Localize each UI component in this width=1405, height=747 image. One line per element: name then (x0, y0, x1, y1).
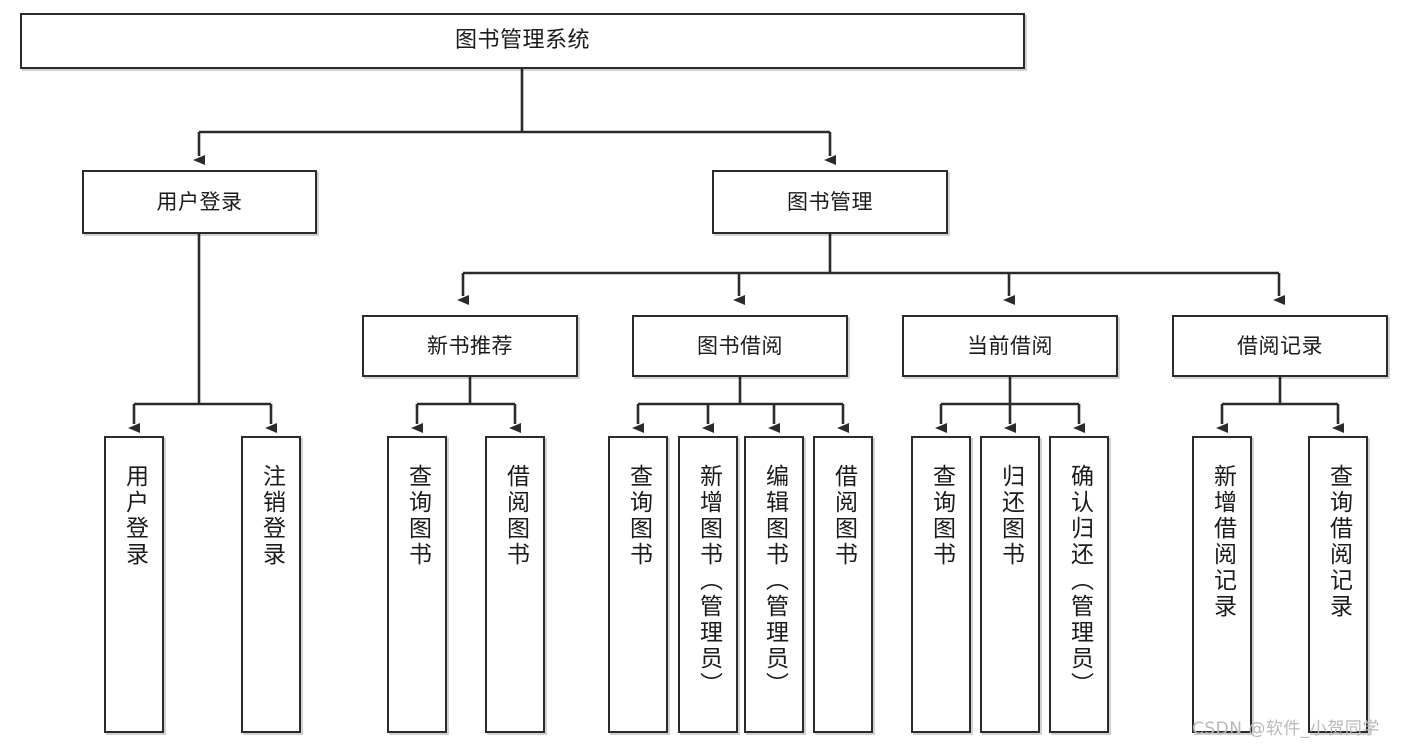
node-label: 归还图书 (997, 464, 1024, 568)
leaf-new-book-query-book[interactable]: 查询图书 (387, 436, 447, 733)
node-label: 查询图书 (625, 464, 652, 568)
node-label: 查询借阅记录 (1325, 464, 1352, 620)
leaf-record-add-record[interactable]: 新增借阅记录 (1192, 436, 1252, 733)
node-label: 新增借阅记录 (1209, 464, 1236, 620)
node-label: 查询图书 (404, 464, 431, 568)
leaf-current-return-book[interactable]: 归还图书 (980, 436, 1040, 733)
leaf-user-login-logout[interactable]: 注销登录 (241, 436, 301, 733)
leaf-current-query-book[interactable]: 查询图书 (911, 436, 971, 733)
node-label: 新书推荐 (427, 333, 513, 358)
node-borrow-record[interactable]: 借阅记录 (1172, 315, 1388, 377)
node-book-management[interactable]: 图书管理 (712, 170, 948, 234)
node-current-borrow[interactable]: 当前借阅 (902, 315, 1118, 377)
node-label: 用户登录 (156, 189, 243, 214)
node-root-system[interactable]: 图书管理系统 (20, 13, 1025, 69)
node-label: 新增图书（管理员） (695, 464, 722, 698)
node-label: 编辑图书（管理员） (761, 464, 788, 698)
node-label: 借阅记录 (1237, 333, 1323, 358)
node-book-borrow[interactable]: 图书借阅 (632, 315, 848, 377)
leaf-borrow-query-book[interactable]: 查询图书 (608, 436, 668, 733)
leaf-current-confirm-return-admin[interactable]: 确认归还（管理员） (1049, 436, 1109, 733)
node-label: 查询图书 (928, 464, 955, 568)
node-label: 图书管理 (787, 189, 873, 214)
node-label: 用户登录 (121, 464, 148, 568)
node-user-login[interactable]: 用户登录 (82, 170, 317, 234)
leaf-borrow-edit-book-admin[interactable]: 编辑图书（管理员） (744, 436, 804, 733)
node-label: 图书借阅 (697, 333, 783, 358)
node-label: 当前借阅 (967, 333, 1053, 358)
leaf-borrow-add-book-admin[interactable]: 新增图书（管理员） (678, 436, 738, 733)
node-label: 图书管理系统 (454, 28, 590, 54)
leaf-record-query-record[interactable]: 查询借阅记录 (1308, 436, 1368, 733)
leaf-user-login-login[interactable]: 用户登录 (104, 436, 164, 733)
leaf-new-book-borrow-book[interactable]: 借阅图书 (485, 436, 545, 733)
node-label: 借阅图书 (502, 464, 529, 568)
node-new-book-recommend[interactable]: 新书推荐 (362, 315, 578, 377)
node-label: 确认归还（管理员） (1066, 464, 1093, 698)
node-label: 注销登录 (258, 464, 285, 568)
csdn-watermark: CSDN @软件_小贺同学 (1192, 719, 1380, 739)
node-label: 借阅图书 (830, 464, 857, 568)
leaf-borrow-borrow-book[interactable]: 借阅图书 (813, 436, 873, 733)
